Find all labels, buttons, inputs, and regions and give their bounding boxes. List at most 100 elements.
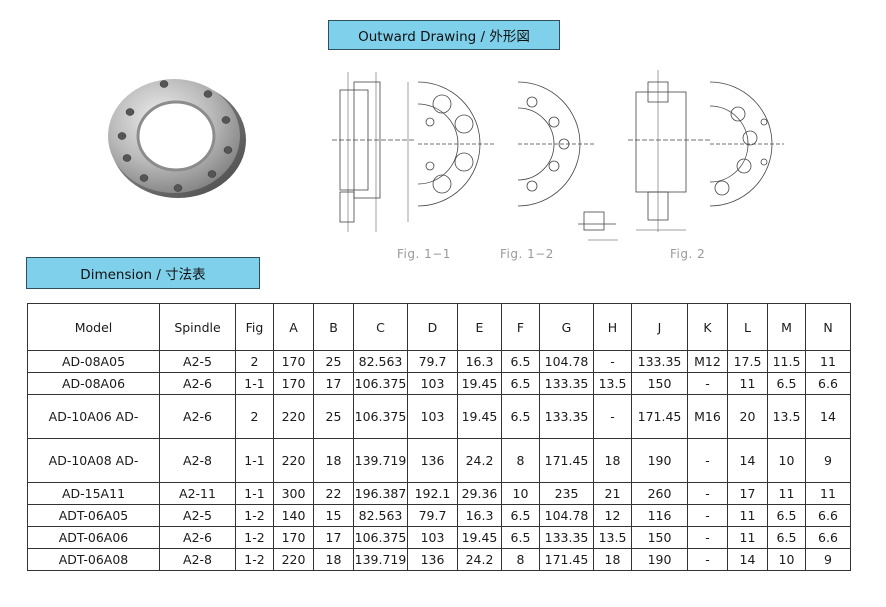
table-cell: 13.5 — [767, 394, 806, 439]
table-cell: 260 — [631, 482, 688, 505]
table-cell: 139.719 — [353, 548, 408, 571]
table-cell: 19.45 — [457, 526, 502, 549]
table-cell: A2-5 — [159, 350, 236, 373]
table-cell: 6.5 — [767, 372, 806, 395]
table-cell: A2-8 — [159, 438, 236, 483]
table-cell: 18 — [313, 548, 354, 571]
column-header: E — [457, 303, 502, 351]
table-cell: 17 — [313, 526, 354, 549]
flange-photo — [108, 79, 246, 198]
table-cell: 103 — [407, 372, 458, 395]
table-cell: 13.5 — [593, 372, 632, 395]
table-cell: 170 — [273, 526, 314, 549]
table-cell: 171.45 — [539, 438, 594, 483]
outward-drawing-header: Outward Drawing / 外形図 — [328, 20, 560, 50]
table-cell: 16.3 — [457, 504, 502, 527]
table-cell: 11 — [727, 504, 768, 527]
table-cell: 140 — [273, 504, 314, 527]
table-cell: 133.35 — [539, 372, 594, 395]
column-header: Fig — [235, 303, 274, 351]
column-header: F — [501, 303, 540, 351]
table-cell: 19.45 — [457, 394, 502, 439]
table-cell: 8 — [501, 548, 540, 571]
column-header: N — [805, 303, 851, 351]
table-cell: 6.6 — [805, 372, 851, 395]
table-cell: 1-1 — [235, 482, 274, 505]
table-cell: 1-1 — [235, 372, 274, 395]
table-cell: 2 — [235, 350, 274, 373]
table-cell: ADT-06A06 — [27, 526, 160, 549]
table-cell: 10 — [501, 482, 540, 505]
table-cell: 133.35 — [539, 394, 594, 439]
table-cell: 29.36 — [457, 482, 502, 505]
table-cell: 235 — [539, 482, 594, 505]
column-header: K — [687, 303, 728, 351]
table-cell: - — [687, 372, 728, 395]
table-cell: 14 — [805, 394, 851, 439]
table-cell: 15 — [313, 504, 354, 527]
table-cell: 220 — [273, 438, 314, 483]
column-header: A — [273, 303, 314, 351]
table-cell: 6.5 — [501, 394, 540, 439]
table-cell: 300 — [273, 482, 314, 505]
table-cell: 16.3 — [457, 350, 502, 373]
column-header: J — [631, 303, 688, 351]
table-cell: M16 — [687, 394, 728, 439]
table-cell: 170 — [273, 372, 314, 395]
table-cell: - — [593, 350, 632, 373]
table-cell: A2-6 — [159, 526, 236, 549]
table-cell: 20 — [727, 394, 768, 439]
table-cell: - — [687, 548, 728, 571]
table-cell: 220 — [273, 394, 314, 439]
table-cell: 11.5 — [767, 350, 806, 373]
table-cell: AD-08A05 — [27, 350, 160, 373]
table-cell: 24.2 — [457, 438, 502, 483]
table-cell: 6.5 — [767, 504, 806, 527]
table-cell: 1-1 — [235, 438, 274, 483]
column-header: L — [727, 303, 768, 351]
table-cell: - — [687, 482, 728, 505]
table-cell: 133.35 — [631, 350, 688, 373]
table-cell: 103 — [407, 526, 458, 549]
figure-caption-2: Fig. 2 — [670, 247, 706, 261]
table-cell: 25 — [313, 350, 354, 373]
table-cell: 6.5 — [767, 526, 806, 549]
table-cell: 104.78 — [539, 350, 594, 373]
table-cell: 192.1 — [407, 482, 458, 505]
table-cell: 139.719 — [353, 438, 408, 483]
table-cell: 14 — [727, 548, 768, 571]
table-cell: 18 — [313, 438, 354, 483]
table-cell: 1-2 — [235, 504, 274, 527]
table-cell: 18 — [593, 438, 632, 483]
table-cell: 1-2 — [235, 526, 274, 549]
column-header: M — [767, 303, 806, 351]
outward-technical-drawings — [332, 70, 784, 241]
table-cell: 170 — [273, 350, 314, 373]
table-cell: A2-5 — [159, 504, 236, 527]
table-cell: AD-15A11 — [27, 482, 160, 505]
column-header: B — [313, 303, 354, 351]
table-cell: 11 — [767, 482, 806, 505]
table-cell: 12 — [593, 504, 632, 527]
table-cell: 220 — [273, 548, 314, 571]
table-cell: 6.5 — [501, 350, 540, 373]
table-cell: 6.5 — [501, 372, 540, 395]
table-cell: - — [687, 526, 728, 549]
table-cell: AD-08A06 — [27, 372, 160, 395]
table-cell: 17.5 — [727, 350, 768, 373]
table-cell: AD-10A06 AD- — [27, 394, 160, 439]
table-cell: 6.5 — [501, 504, 540, 527]
table-cell: 104.78 — [539, 504, 594, 527]
table-cell: 6.6 — [805, 504, 851, 527]
table-cell: 6.5 — [501, 526, 540, 549]
table-cell: 17 — [727, 482, 768, 505]
table-cell: A2-6 — [159, 394, 236, 439]
table-cell: 116 — [631, 504, 688, 527]
column-header: H — [593, 303, 632, 351]
column-header: D — [407, 303, 458, 351]
